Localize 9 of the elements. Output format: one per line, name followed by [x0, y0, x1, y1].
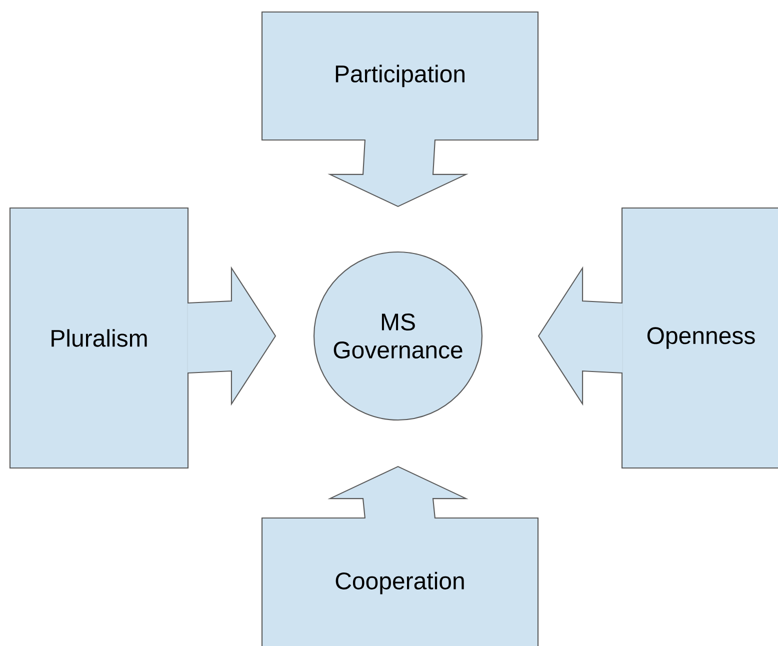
block-arrow: [328, 466, 468, 519]
process-box: Pluralism: [9, 207, 189, 469]
block-arrow: [538, 266, 623, 406]
process-box: Openness: [621, 207, 778, 469]
block-arrow: [187, 266, 276, 406]
circle-node: MS Governance: [313, 251, 483, 421]
process-box: Participation: [261, 11, 539, 141]
process-box: Cooperation: [261, 517, 539, 646]
block-arrow: [328, 139, 468, 208]
